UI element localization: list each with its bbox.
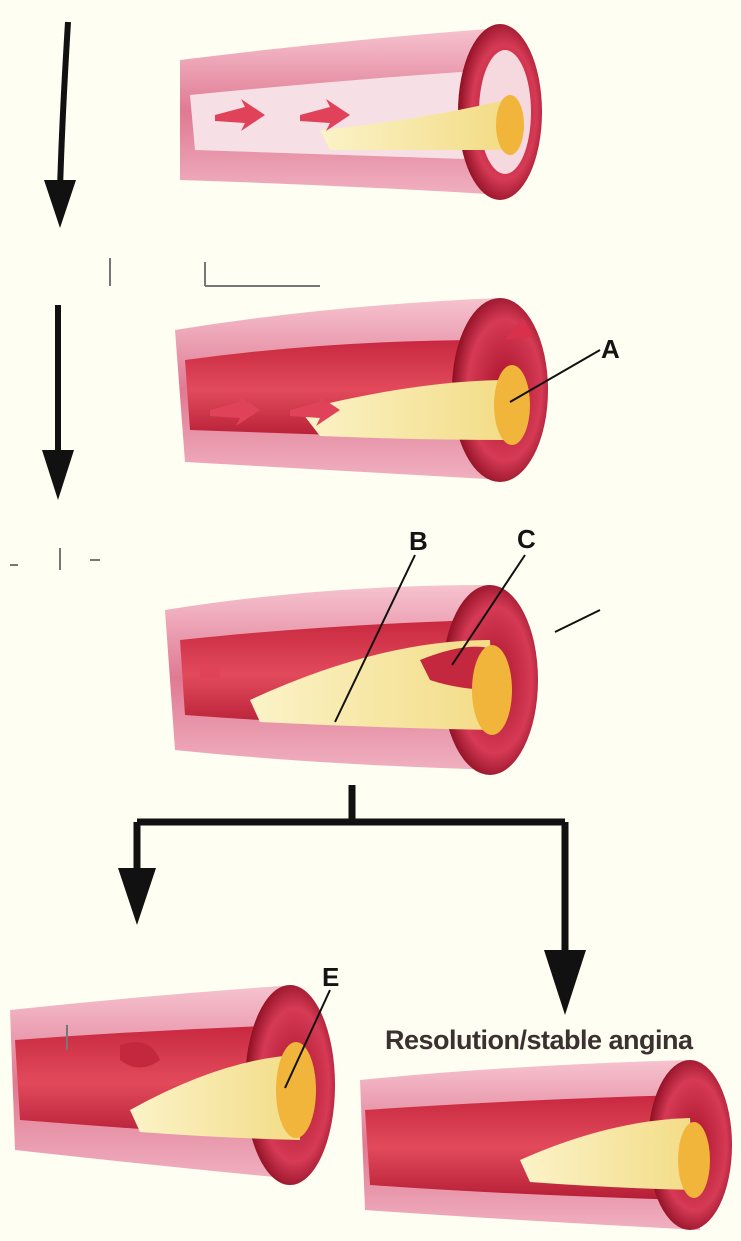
vessel-stage-2 (175, 298, 548, 482)
progression-arrows (42, 22, 76, 500)
label-b: B (409, 528, 428, 554)
label-a: A (601, 336, 620, 362)
branch-arrow-left-head (118, 868, 156, 925)
label-e: E (322, 964, 339, 990)
label-c: C (517, 526, 536, 552)
arrow-down-1-head (44, 180, 76, 228)
caption-resolution-stable-angina: Resolution/stable angina (385, 1025, 693, 1056)
arrow-down-1 (60, 22, 68, 190)
arrow-down-2-head (42, 450, 74, 500)
vessel-stage-5-right (360, 1060, 732, 1230)
branch-arrow-right-head (544, 950, 586, 1015)
vessel-stage-1 (180, 24, 542, 200)
vessel-stage-3 (165, 585, 538, 775)
branch-connector (137, 785, 565, 960)
